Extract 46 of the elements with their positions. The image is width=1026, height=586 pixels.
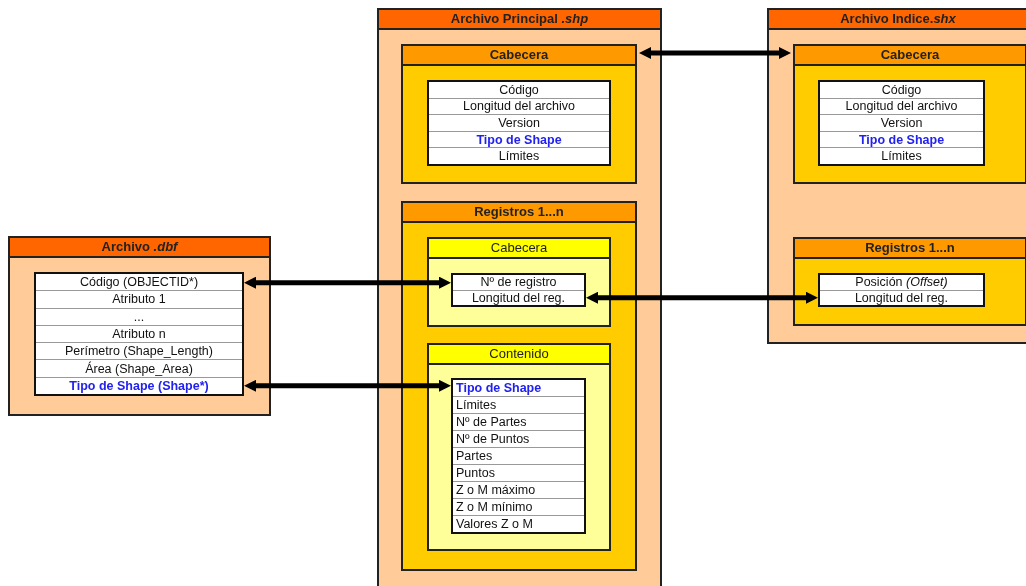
double-arrow xyxy=(586,291,818,304)
panel-header: Registros 1...n xyxy=(795,239,1025,259)
field-row: Límites xyxy=(453,397,584,414)
field-row: Nº de Partes xyxy=(453,414,584,431)
field-row: Perímetro (Shape_Length) xyxy=(36,343,242,361)
section-panel xyxy=(793,237,1026,326)
panel-header: Contenido xyxy=(429,345,609,365)
section-panel xyxy=(401,44,637,184)
field-row: Código (OBJECTID*) xyxy=(36,274,242,292)
field-row: Nº de Puntos xyxy=(453,431,584,448)
double-arrow xyxy=(244,379,451,392)
section-panel xyxy=(401,201,637,571)
double-arrow xyxy=(639,47,791,59)
section-panel xyxy=(427,343,611,551)
node-label: Valores Z o M xyxy=(456,517,533,531)
double-arrow xyxy=(244,276,451,289)
node-label: Longitud del reg. xyxy=(854,290,949,305)
file-panel xyxy=(377,8,662,586)
section-panel xyxy=(793,44,1026,184)
field-row: Nº de registro xyxy=(453,275,584,291)
field-row: Z o M máximo xyxy=(453,482,584,499)
node-label: Tipo de Shape (Shape*) xyxy=(69,378,209,393)
field-row: Área (Shape_Area) xyxy=(36,360,242,378)
field-row: Código xyxy=(820,82,983,99)
panel-header: Cabecera xyxy=(795,46,1025,66)
field-row: Código xyxy=(429,82,609,99)
field-row: Version xyxy=(429,115,609,132)
field-row: Atributo 1 xyxy=(36,291,242,309)
panel-header: Registros 1...n xyxy=(403,203,635,223)
field-row: Puntos xyxy=(453,465,584,482)
node-label: Longitud del reg. xyxy=(471,290,566,305)
field-row: Partes xyxy=(453,448,584,465)
field-row: Version xyxy=(820,115,983,132)
field-row: Tipo de Shape xyxy=(453,380,584,397)
panel-header: Archivo Principal .shp xyxy=(379,10,660,30)
field-row: Posición (Offset) xyxy=(820,275,983,291)
node-label: Límites xyxy=(881,149,922,164)
field-row: Z o M mínimo xyxy=(453,499,584,516)
panel-header: Archivo Indice.shx xyxy=(769,10,1026,30)
file-panel xyxy=(767,8,1026,344)
panel-header: Archivo .dbf xyxy=(10,238,269,258)
file-panel xyxy=(8,236,271,416)
section-panel xyxy=(427,237,611,327)
panel-header: Cabecera xyxy=(429,239,609,259)
node-label: Límites xyxy=(498,149,540,164)
panel-header: Cabecera xyxy=(403,46,635,66)
